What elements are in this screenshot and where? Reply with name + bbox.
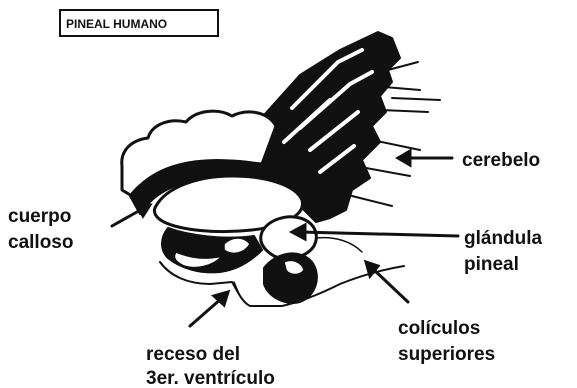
label-cuerpo-calloso-1: cuerpo: [8, 206, 71, 227]
arrow-receso: [190, 298, 222, 326]
brain-illustration: [122, 32, 440, 306]
label-coliculos-2: superiores: [398, 344, 495, 365]
label-receso-1: receso del: [146, 344, 240, 365]
pineal-gland: [261, 217, 317, 259]
label-glandula-2: pineal: [464, 254, 519, 275]
label-cerebelo: cerebelo: [462, 150, 540, 171]
arrow-glandula: [300, 232, 458, 236]
arrowhead-cerebelo: [398, 151, 410, 165]
third-ventricle-region: [162, 228, 262, 272]
arrow-coliculos: [372, 268, 408, 302]
arrowhead-cuerpo-calloso: [136, 204, 150, 216]
diagram-title: PINEAL HUMANO: [66, 17, 167, 31]
label-receso-2: 3er. ventrículo: [146, 368, 275, 388]
label-glandula-1: glándula: [464, 228, 543, 249]
label-coliculos-1: colículos: [398, 318, 480, 339]
title-box: PINEAL HUMANO: [60, 10, 218, 36]
label-cuerpo-calloso-2: calloso: [8, 232, 73, 253]
